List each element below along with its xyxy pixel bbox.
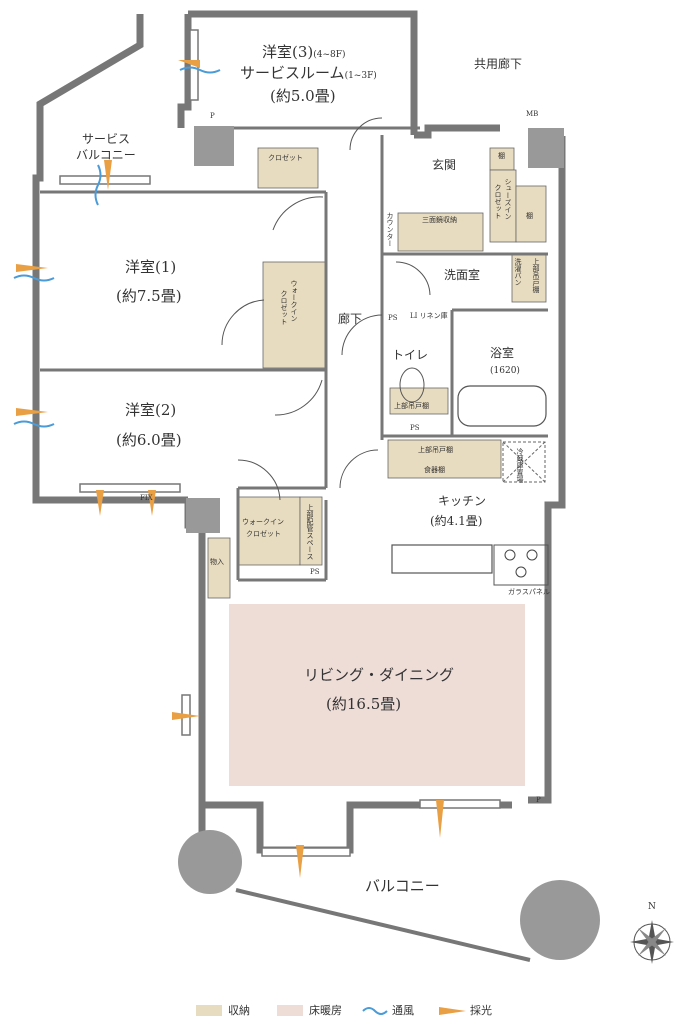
room1-size: (約7.5畳) — [116, 287, 182, 305]
ps-label-2: PS — [410, 424, 420, 432]
toilet-label: トイレ — [392, 348, 429, 362]
laundry-pan-label: 洗濯パン — [514, 258, 522, 286]
stove — [493, 544, 549, 586]
legend-daylight-label: 採光 — [470, 1004, 492, 1017]
toilet-bowl — [399, 367, 425, 403]
room2-label: 洋室(2) — [125, 401, 177, 419]
pantry-label: 食器棚 — [424, 466, 445, 474]
toilet-cabinet — [389, 387, 449, 415]
wic1-label: ウォークイン — [290, 280, 298, 322]
closet-label: クロゼット — [268, 154, 303, 162]
room3-service-label: サービスルーム(1~3F) — [240, 64, 377, 82]
upper-storage-label: 上部配管スペース — [306, 504, 314, 560]
storage-areas — [207, 147, 547, 599]
living-size: (約16.5畳) — [326, 695, 402, 713]
compass-icon — [630, 920, 674, 964]
upper-cabinet-wash — [511, 253, 547, 303]
legend-storage-swatch — [196, 1005, 222, 1016]
hallway-label: 廊下 — [338, 312, 363, 326]
room1-label: 洋室(1) — [125, 258, 177, 276]
kitchen-label: キッチン — [438, 494, 487, 508]
wic2-label-b: クロゼット — [246, 530, 281, 538]
kitchen-island — [391, 544, 493, 574]
mb-label: MB — [526, 110, 539, 118]
door-swings — [221, 117, 431, 501]
bay-left — [178, 830, 242, 894]
legend-storage-label: 収納 — [228, 1004, 250, 1017]
daylight-icon — [439, 1007, 466, 1015]
common-corridor-label: 共用廊下 — [474, 57, 523, 71]
bathroom-size: (1620) — [490, 366, 520, 376]
service-balcony-label-2: バルコニー — [76, 148, 136, 162]
walk-in-closet-1 — [262, 261, 326, 369]
ventilation-icon — [362, 1007, 388, 1015]
kitchen-upper-label: 上部吊戸棚 — [418, 446, 453, 454]
bathroom-label: 浴室 — [490, 346, 515, 360]
bathtub — [457, 385, 547, 427]
legend-floor-heating-label: 床暖房 — [309, 1004, 342, 1017]
interior-walls — [40, 126, 548, 582]
p-label-2: P — [536, 796, 541, 804]
glass-panel-label: ガラスパネル — [508, 588, 550, 596]
fix-label: FIX — [140, 494, 153, 502]
bay-right — [520, 880, 600, 960]
room3-label: 洋室(3)(4~8F) — [262, 43, 346, 61]
ps-label-1: PS — [388, 314, 398, 322]
legend-floor-heating-swatch — [277, 1005, 303, 1016]
compass-label: N — [648, 902, 656, 912]
storage-label: 物入 — [210, 558, 224, 566]
shoes-in-closet — [489, 169, 517, 243]
living-label: リビング・ダイニング — [304, 666, 455, 684]
entrance-label: 玄関 — [432, 158, 457, 172]
pipe-space — [299, 496, 323, 566]
shoes-in-label: シューズイン — [504, 178, 512, 220]
wic1-label-b: クロゼット — [280, 290, 288, 325]
shelf-label: 棚 — [498, 152, 505, 160]
legend-ventilation-label: 通風 — [392, 1004, 414, 1017]
room2-size: (約6.0畳) — [116, 431, 182, 449]
washroom-label: 洗面室 — [444, 268, 481, 282]
legend: 収納 床暖房 通風 採光 — [0, 1002, 687, 1022]
kitchen-size: (約4.1畳) — [430, 514, 483, 528]
balcony-label: バルコニー — [365, 877, 440, 895]
columns — [186, 126, 564, 533]
service-balcony-label: サービス — [82, 132, 131, 146]
floor-heating-area — [229, 604, 525, 786]
airflow-markers — [13, 60, 444, 878]
linen-label: LI リネン庫 — [410, 312, 448, 320]
balcony-rail — [38, 110, 531, 962]
upper-cabinet-label: 上部吊戸棚 — [532, 258, 540, 293]
fridge-space — [502, 441, 546, 483]
ps-label-3: PS — [310, 568, 320, 576]
three-mirror-label: 三面鏡収納 — [422, 216, 457, 224]
shoes-in-label-b: クロゼット — [494, 184, 502, 219]
toilet-cabinet-label: 上部吊戸棚 — [394, 402, 429, 410]
kitchen-cabinet — [387, 439, 502, 479]
room3-size: (約5.0畳) — [270, 87, 336, 105]
p-label-1: P — [210, 112, 215, 120]
storage-area — [207, 537, 231, 599]
fridge-label: 冷蔵庫置場 — [516, 448, 524, 483]
walk-in-closet-2 — [237, 496, 301, 566]
closet-area — [257, 147, 319, 189]
counter-label: カウンター — [386, 212, 394, 247]
shelf2-label: 棚 — [526, 212, 533, 220]
wic2-label: ウォークイン — [242, 518, 284, 526]
vanity — [397, 212, 484, 252]
shoes-shelf — [515, 185, 547, 243]
